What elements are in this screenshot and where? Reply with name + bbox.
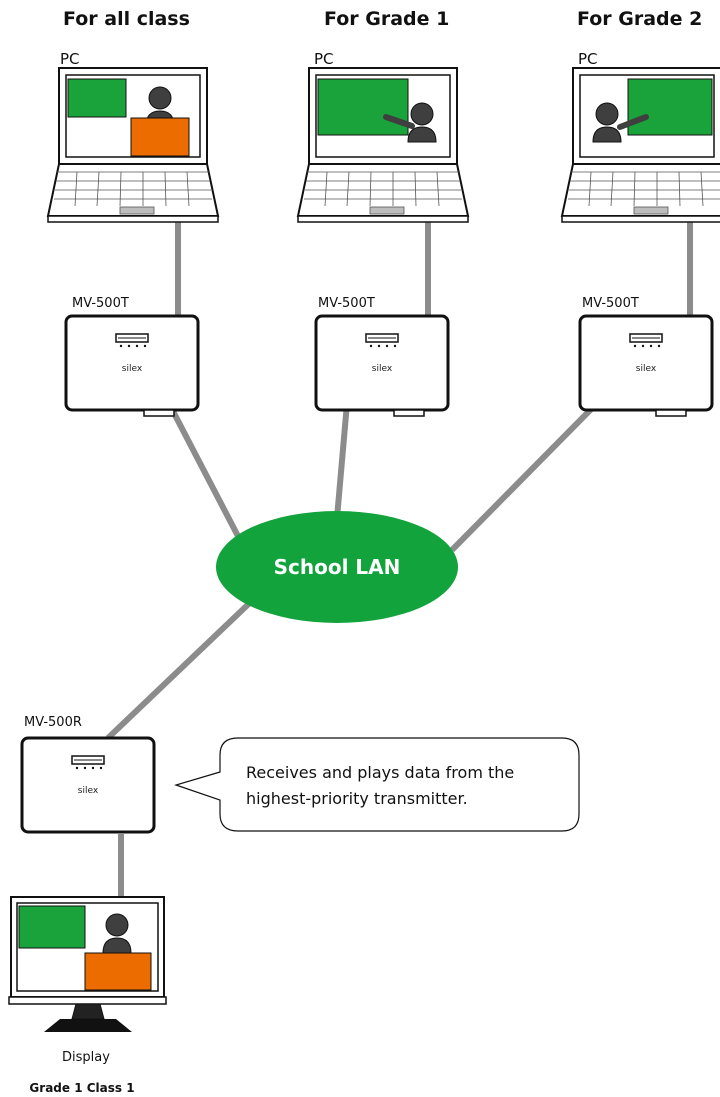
title-for-all-class: For all class	[63, 8, 190, 30]
callout-line-1: Receives and plays data from the	[246, 763, 514, 782]
lectern	[130, 117, 190, 157]
pc-for-grade-1: PC	[296, 50, 470, 223]
display-monitor	[8, 896, 167, 1032]
pc-label: PC	[314, 50, 334, 68]
touchpad	[119, 206, 155, 215]
pc-label: PC	[60, 50, 80, 68]
cable-tx-grade1-to-lan	[334, 391, 351, 519]
school-lan-label: School LAN	[274, 555, 401, 579]
transmitter-for-grade-2: MV-500T silex	[578, 296, 714, 417]
receiver-label: MV-500R	[24, 715, 82, 730]
transmitter-label: MV-500T	[318, 296, 375, 311]
monitor-stand	[44, 1019, 132, 1032]
school-lan-ellipse	[216, 511, 458, 623]
transmitter-label: MV-500T	[582, 296, 639, 311]
cable-lan-to-rx	[105, 592, 261, 741]
display-label: Display	[62, 1050, 110, 1065]
green-board	[18, 905, 86, 949]
title-for-grade-2: For Grade 2	[577, 8, 702, 30]
callout-bubble: Receives and plays data from the highest…	[174, 737, 580, 832]
transmitter-box	[578, 314, 714, 412]
transmitter-for-all-class: MV-500T silex	[64, 296, 200, 417]
callout-line-2: highest-priority transmitter.	[246, 789, 468, 808]
receiver-device: MV-500R silex	[20, 715, 156, 834]
brand-logo: silex	[636, 364, 657, 374]
green-board	[317, 78, 409, 136]
green-board	[67, 78, 127, 118]
pc-for-all-class: PC	[46, 50, 220, 223]
cable-tx-grade2-to-lan	[449, 385, 615, 553]
brand-logo: silex	[372, 364, 393, 374]
lectern	[84, 952, 152, 991]
title-for-grade-1: For Grade 1	[324, 8, 449, 30]
touchpad	[633, 206, 669, 215]
monitor-neck	[71, 1003, 105, 1020]
transmitter-label: MV-500T	[72, 296, 129, 311]
school-lan-node: School LAN	[216, 511, 458, 623]
brand-logo: silex	[122, 364, 143, 374]
network-cables	[105, 222, 693, 898]
receiver-box	[20, 736, 156, 834]
transmitter-for-grade-1: MV-500T silex	[314, 296, 450, 417]
brand-logo: silex	[78, 786, 99, 796]
pc-for-grade-2: PC	[560, 50, 720, 223]
transmitter-box	[314, 314, 450, 412]
transmitter-box	[64, 314, 200, 412]
pc-label: PC	[578, 50, 598, 68]
display-location-label: Grade 1 Class 1	[29, 1081, 134, 1095]
touchpad	[369, 206, 405, 215]
cable-tx-all-to-lan	[160, 390, 243, 542]
green-board	[627, 78, 713, 136]
callout-shape	[174, 737, 580, 832]
